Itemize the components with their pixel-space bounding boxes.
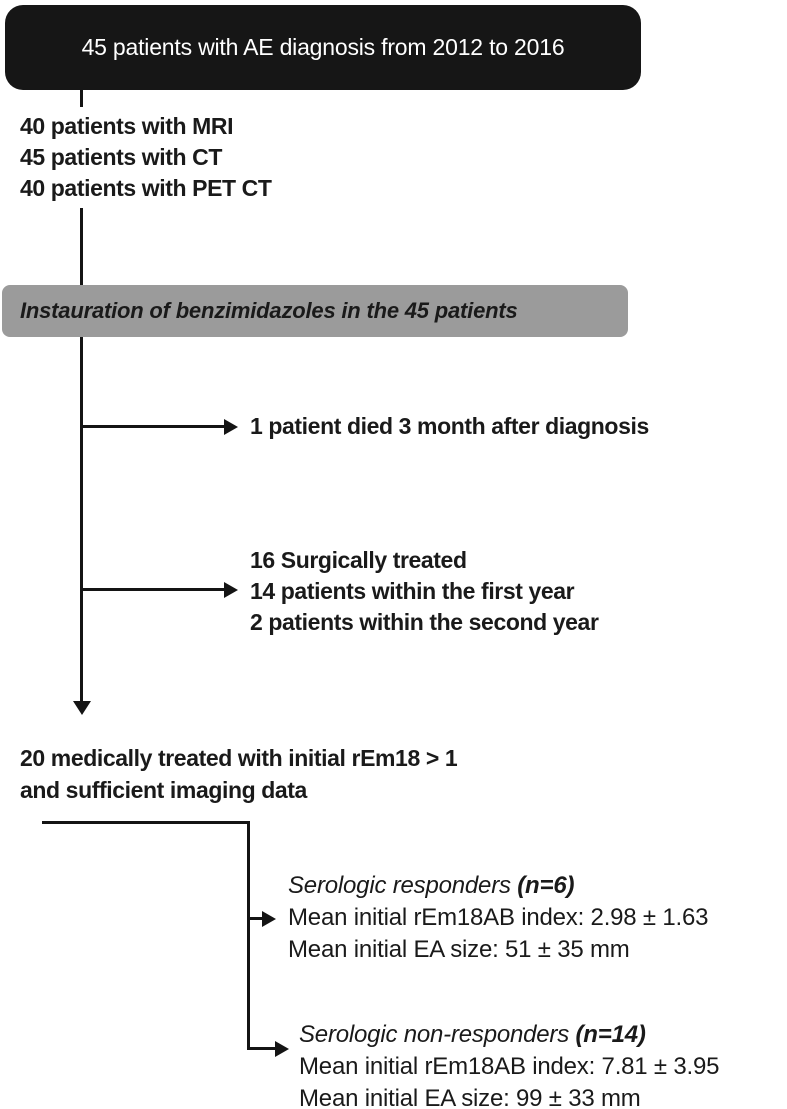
- connector-responders: [250, 917, 262, 920]
- connector-surgery-branch: [80, 588, 224, 591]
- responders-label: Serologic responders: [288, 872, 518, 899]
- imaging-line-petct: 40 patients with PET CT: [20, 175, 272, 201]
- imaging-line-mri: 40 patients with MRI: [20, 113, 234, 139]
- medical-line-1: 20 medically treated with initial rEm18 …: [20, 745, 458, 771]
- arrow-right-non-responders-icon: [275, 1040, 289, 1057]
- arrow-right-responders-icon: [262, 910, 276, 927]
- arrow-down-icon: [72, 701, 91, 715]
- arrow-right-died-icon: [224, 418, 238, 435]
- non-responders-text: Serologic non-responders (n=14) Mean ini…: [299, 1019, 719, 1109]
- medical-line-2: and sufficient imaging data: [20, 777, 307, 803]
- treatment-box-label: Instauration of benzimidazoles in the 45…: [20, 298, 518, 323]
- connector-main-trunk: [80, 337, 83, 701]
- non-responders-label: Serologic non-responders: [299, 1021, 576, 1048]
- arrow-right-surgery-icon: [224, 581, 238, 598]
- connector-non-responders: [247, 1047, 275, 1050]
- connector-medical-horizontal: [42, 821, 250, 824]
- connector-died-branch: [80, 425, 224, 428]
- responders-text: Serologic responders (n=6) Mean initial …: [288, 870, 708, 966]
- responders-header: Serologic responders (n=6): [288, 870, 708, 902]
- imaging-counts: 40 patients with MRI 45 patients with CT…: [20, 111, 272, 204]
- enrollment-box: 45 patients with AE diagnosis from 2012 …: [5, 5, 641, 90]
- non-responders-n: (n=14): [575, 1021, 646, 1048]
- died-line: 1 patient died 3 month after diagnosis: [250, 413, 649, 439]
- died-branch-text: 1 patient died 3 month after diagnosis: [250, 411, 649, 442]
- imaging-line-ct: 45 patients with CT: [20, 144, 222, 170]
- connector-imaging-to-treatment: [80, 208, 83, 286]
- surgery-line-first-year: 14 patients within the first year: [250, 578, 575, 604]
- treatment-box: Instauration of benzimidazoles in the 45…: [2, 285, 628, 337]
- surgery-line-total: 16 Surgically treated: [250, 547, 467, 573]
- non-responders-header: Serologic non-responders (n=14): [299, 1019, 719, 1051]
- surgery-line-second-year: 2 patients within the second year: [250, 609, 599, 635]
- surgery-branch-text: 16 Surgically treated 14 patients within…: [250, 545, 599, 638]
- non-responders-size-line: Mean initial EA size: 99 ± 33 mm: [299, 1085, 641, 1109]
- responders-size-line: Mean initial EA size: 51 ± 35 mm: [288, 936, 630, 963]
- responders-index-line: Mean initial rEm18AB index: 2.98 ± 1.63: [288, 904, 709, 931]
- connector-stub-top: [80, 90, 83, 107]
- medical-group-text: 20 medically treated with initial rEm18 …: [20, 742, 458, 806]
- non-responders-index-line: Mean initial rEm18AB index: 7.81 ± 3.95: [299, 1053, 720, 1080]
- connector-outcomes-vertical: [247, 821, 250, 1050]
- enrollment-box-label: 45 patients with AE diagnosis from 2012 …: [81, 34, 565, 60]
- responders-n: (n=6): [517, 872, 575, 899]
